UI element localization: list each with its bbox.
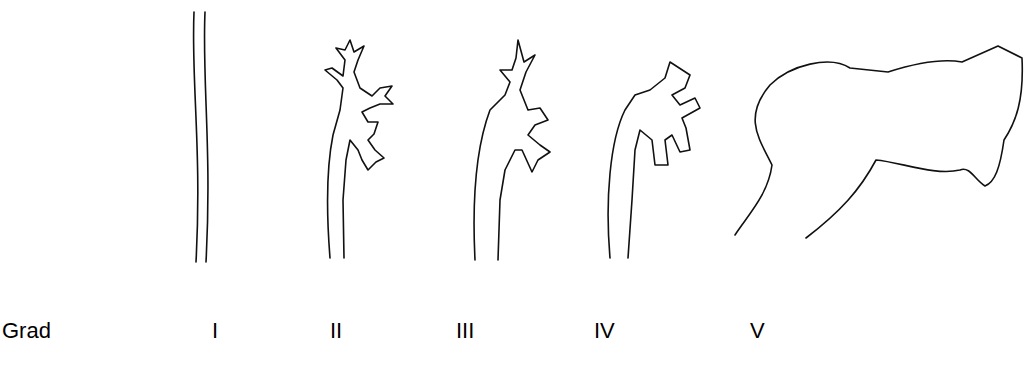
grade-heading: Grad <box>2 318 51 344</box>
grade-three-collecting-system <box>474 40 550 260</box>
grade-numeral: V <box>750 318 765 344</box>
grade-one-ureter <box>193 12 207 262</box>
grade-numeral: III <box>456 318 474 344</box>
grade-numeral: II <box>330 318 342 344</box>
grade-four-collecting-system <box>608 62 700 258</box>
grade-five-collecting-system <box>735 46 1022 238</box>
grade-two-collecting-system <box>325 40 393 258</box>
grade-numeral: I <box>212 318 218 344</box>
grade-numeral: IV <box>594 318 615 344</box>
